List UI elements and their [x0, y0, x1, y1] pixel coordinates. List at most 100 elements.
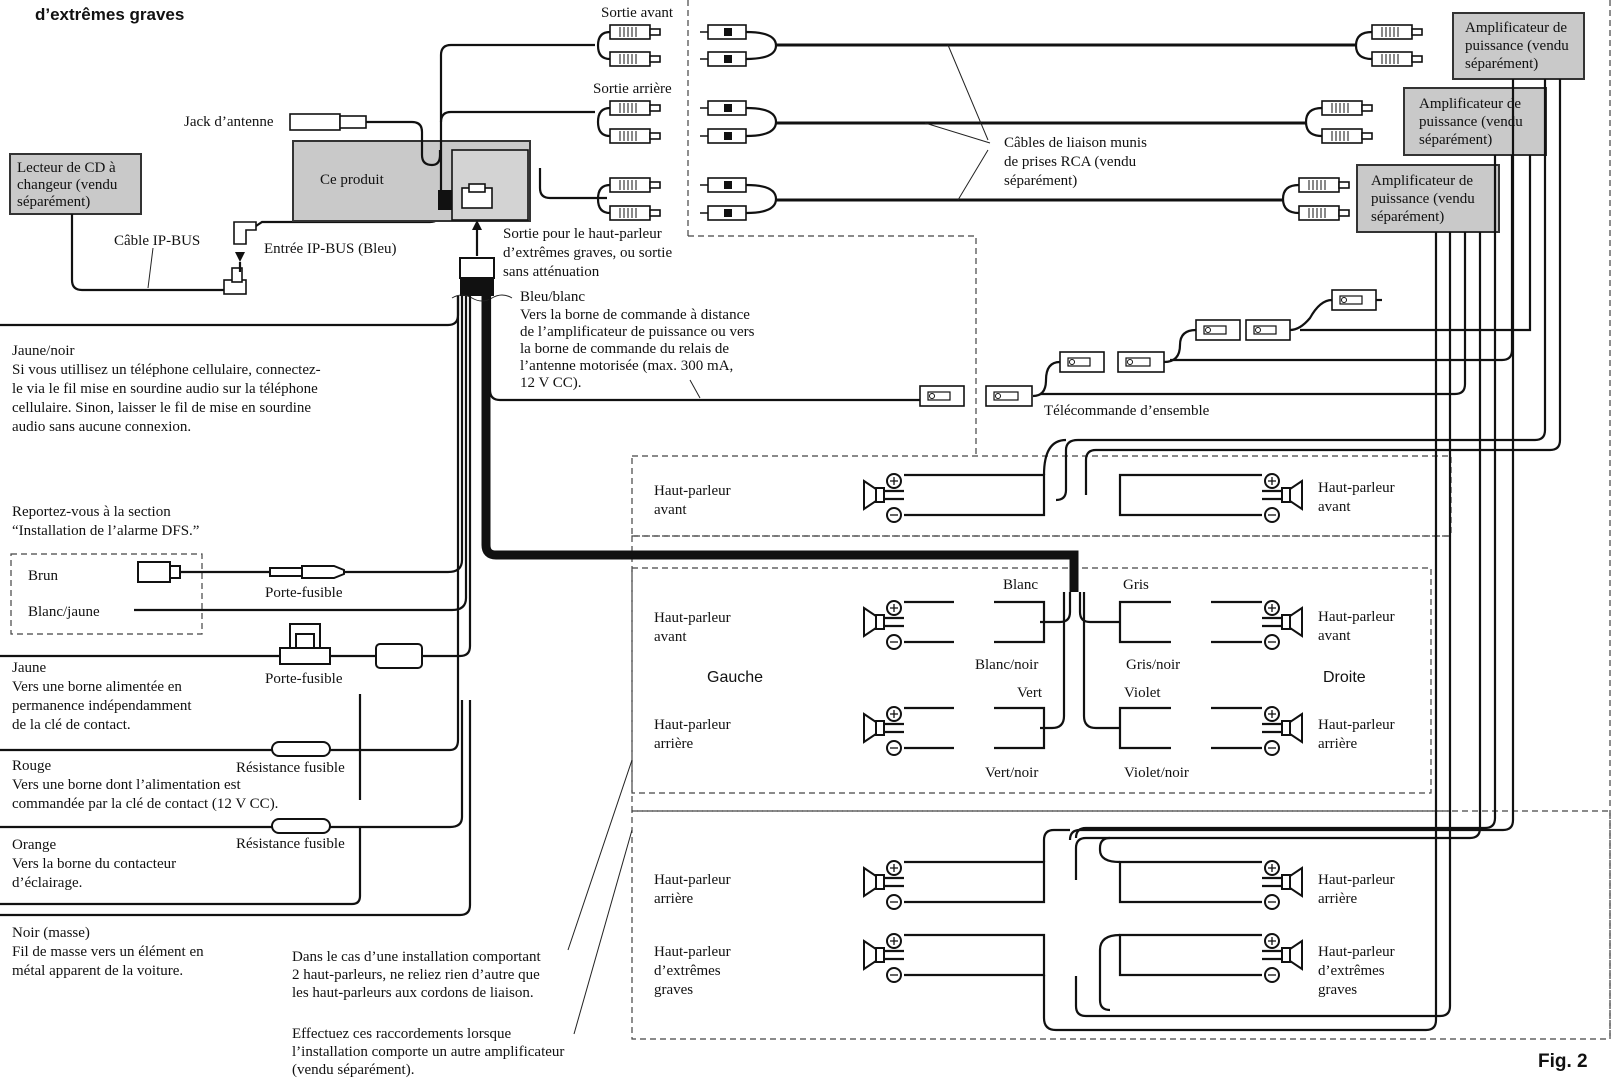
remote-conn-3-dot [1127, 359, 1133, 365]
rca-sub-plug-a-body [609, 177, 651, 193]
ipbus-plug-tip [231, 267, 243, 283]
speaker-left-front-leads [884, 616, 904, 628]
speaker-left-sub-plus-sign [890, 937, 898, 945]
spk-sub-right-1: Haut-parleur [1318, 944, 1395, 960]
sub-output-arrow-head [472, 220, 482, 230]
red-l2: commandée par la clé de contact (12 V CC… [12, 796, 278, 812]
remote-conn-5 [1245, 319, 1291, 341]
speaker-right-front-cone [1289, 606, 1303, 638]
fuse-holder-brown [301, 565, 345, 579]
fuse-holder-yellow-top [289, 623, 321, 649]
dfs-brown: Brun [28, 568, 59, 584]
sub-right-feed [1098, 933, 1121, 1012]
rca-front-plug-b [609, 51, 661, 67]
rca-front-socket-b [700, 51, 747, 67]
speaker-left-top-front-cone [863, 479, 877, 511]
dfs-white-yellow: Blanc/jaune [28, 604, 100, 620]
blue-white-title: Bleu/blanc [520, 289, 585, 305]
black-l2: métal apparent de la voiture. [12, 963, 183, 979]
remote-conn-1 [985, 385, 1033, 407]
leads-left-front [904, 600, 1046, 644]
amplifier-3-label-2: puissance (vendu [1371, 191, 1475, 207]
yellow-black-l2: le via le fil mise en sourdine audio sur… [12, 381, 318, 397]
wire-orange-branch [0, 827, 362, 906]
fig-label: Fig. 2 [1538, 1051, 1588, 1072]
blue-white-l2: de l’amplificateur de puissance ou vers [520, 324, 755, 340]
spk-front-left-1: Haut-parleur [654, 610, 731, 626]
remote-conn-5-slot [1253, 325, 1277, 335]
spk-rear-right-1: Haut-parleur [1318, 717, 1395, 733]
wire-gray-label: Gris [1123, 577, 1149, 593]
rca-rear-socket-a [700, 100, 747, 116]
spk-front-right-1: Haut-parleur [1318, 609, 1395, 625]
top-label: d’extrêmes graves [35, 5, 184, 24]
speaker-right-rear-cone [1289, 712, 1303, 744]
sub-output-label-2: d’extrêmes graves, ou sortie [503, 245, 672, 261]
wire-gray-right-front [1078, 592, 1120, 624]
wire-white-black-label: Blanc/noir [975, 657, 1038, 673]
rca-sub-plug-a-tip [649, 181, 661, 189]
note-two-l2: 2 haut-parleurs, ne reliez rien d’autre … [292, 967, 540, 983]
rca-front-plug-b-tip [649, 55, 661, 63]
rca-front-plug-a-tip [649, 28, 661, 36]
rca-front-socket-b-core [724, 55, 732, 63]
speaker-left-front-plus-sign [890, 604, 898, 612]
spk-amp-rear-right-1: Haut-parleur [1318, 872, 1395, 888]
speaker-left-top-front-magnet [875, 487, 885, 503]
speaker-left-top-front-plus-sign [890, 477, 898, 485]
wire-red [0, 296, 460, 752]
rca-rear-socket-a-core [724, 104, 732, 112]
ipbus-jack [233, 221, 257, 245]
remote-conn-1-slot [993, 391, 1019, 401]
amp2-rca-plug-a [1321, 100, 1373, 116]
antenna-label: Jack d’antenne [184, 114, 274, 130]
amp2-rca-plug-a-tip [1361, 104, 1373, 112]
spk-front-left-top-2: avant [654, 502, 687, 518]
amp3-rca-plug-b-body [1298, 205, 1340, 221]
speaker-left-front-cone [863, 606, 877, 638]
cd-changer-label-2: changeur (vendu [17, 177, 118, 193]
wire-yellow [0, 296, 472, 658]
top-front-left-feed [1042, 438, 1067, 476]
speaker-right-front-plus-sign [1268, 604, 1276, 612]
wire-white-yellow [134, 296, 468, 612]
speaker-left-amp-rear [863, 860, 904, 910]
amplifier-1-label-3: séparément) [1465, 56, 1538, 72]
amp2-out [1074, 155, 1497, 839]
spk-sub-right-2: d’extrêmes [1318, 963, 1385, 979]
orange-l1: Vers la borne du contacteur [12, 856, 176, 872]
ipbus-cable-label: Câble IP-BUS [114, 233, 200, 249]
rca-plug-group [596, 24, 1423, 221]
red-title: Rouge [12, 758, 52, 774]
spk-rear-left-2: arrière [654, 736, 693, 752]
amplifier-1-label-1: Amplificateur de [1465, 20, 1567, 36]
remote-conn-3 [1117, 351, 1165, 373]
harness-connector [459, 257, 495, 279]
product-label: Ce produit [320, 172, 385, 188]
system-remote-label: Télécommande d’ensemble [1044, 403, 1210, 419]
rear-output-label: Sortie arrière [593, 81, 672, 97]
bw-terminal-dot [929, 393, 935, 399]
ipbus-input-label: Entrée IP-BUS (Bleu) [264, 241, 396, 257]
cd-changer-label-3: séparément) [17, 194, 90, 210]
amplifier-box-1 [1452, 12, 1585, 80]
amp1-rca-plug-b-body [1371, 51, 1413, 67]
rca-rear-loop-left [596, 106, 611, 138]
amp3-ctl [1040, 232, 1467, 396]
rca-sub-loop-right [745, 183, 778, 215]
spk-front-left-2: avant [654, 629, 687, 645]
spk-sub-left-2: d’extrêmes [654, 963, 721, 979]
speaker-left-amp-rear-magnet [875, 874, 885, 890]
wire-green-label: Vert [1017, 685, 1043, 701]
speaker-left-rear-leads [884, 722, 904, 734]
amp1-out-b [1068, 79, 1515, 841]
rca-sub-plug-b-body [609, 205, 651, 221]
yellow-black-title: Jaune/noir [12, 343, 74, 359]
blue-white-l3: la borne de commande du relais de [520, 341, 729, 357]
speaker-right-top-front [1262, 473, 1303, 523]
spk-front-right-top-2: avant [1318, 499, 1351, 515]
blue-white-l1: Vers la borne de commande à distance [520, 307, 750, 323]
harness-connector-dark [460, 278, 494, 296]
rca-front-loop-left [596, 30, 611, 61]
yellow-black-l1: Si vous utillisez un téléphone cellulair… [12, 362, 321, 378]
